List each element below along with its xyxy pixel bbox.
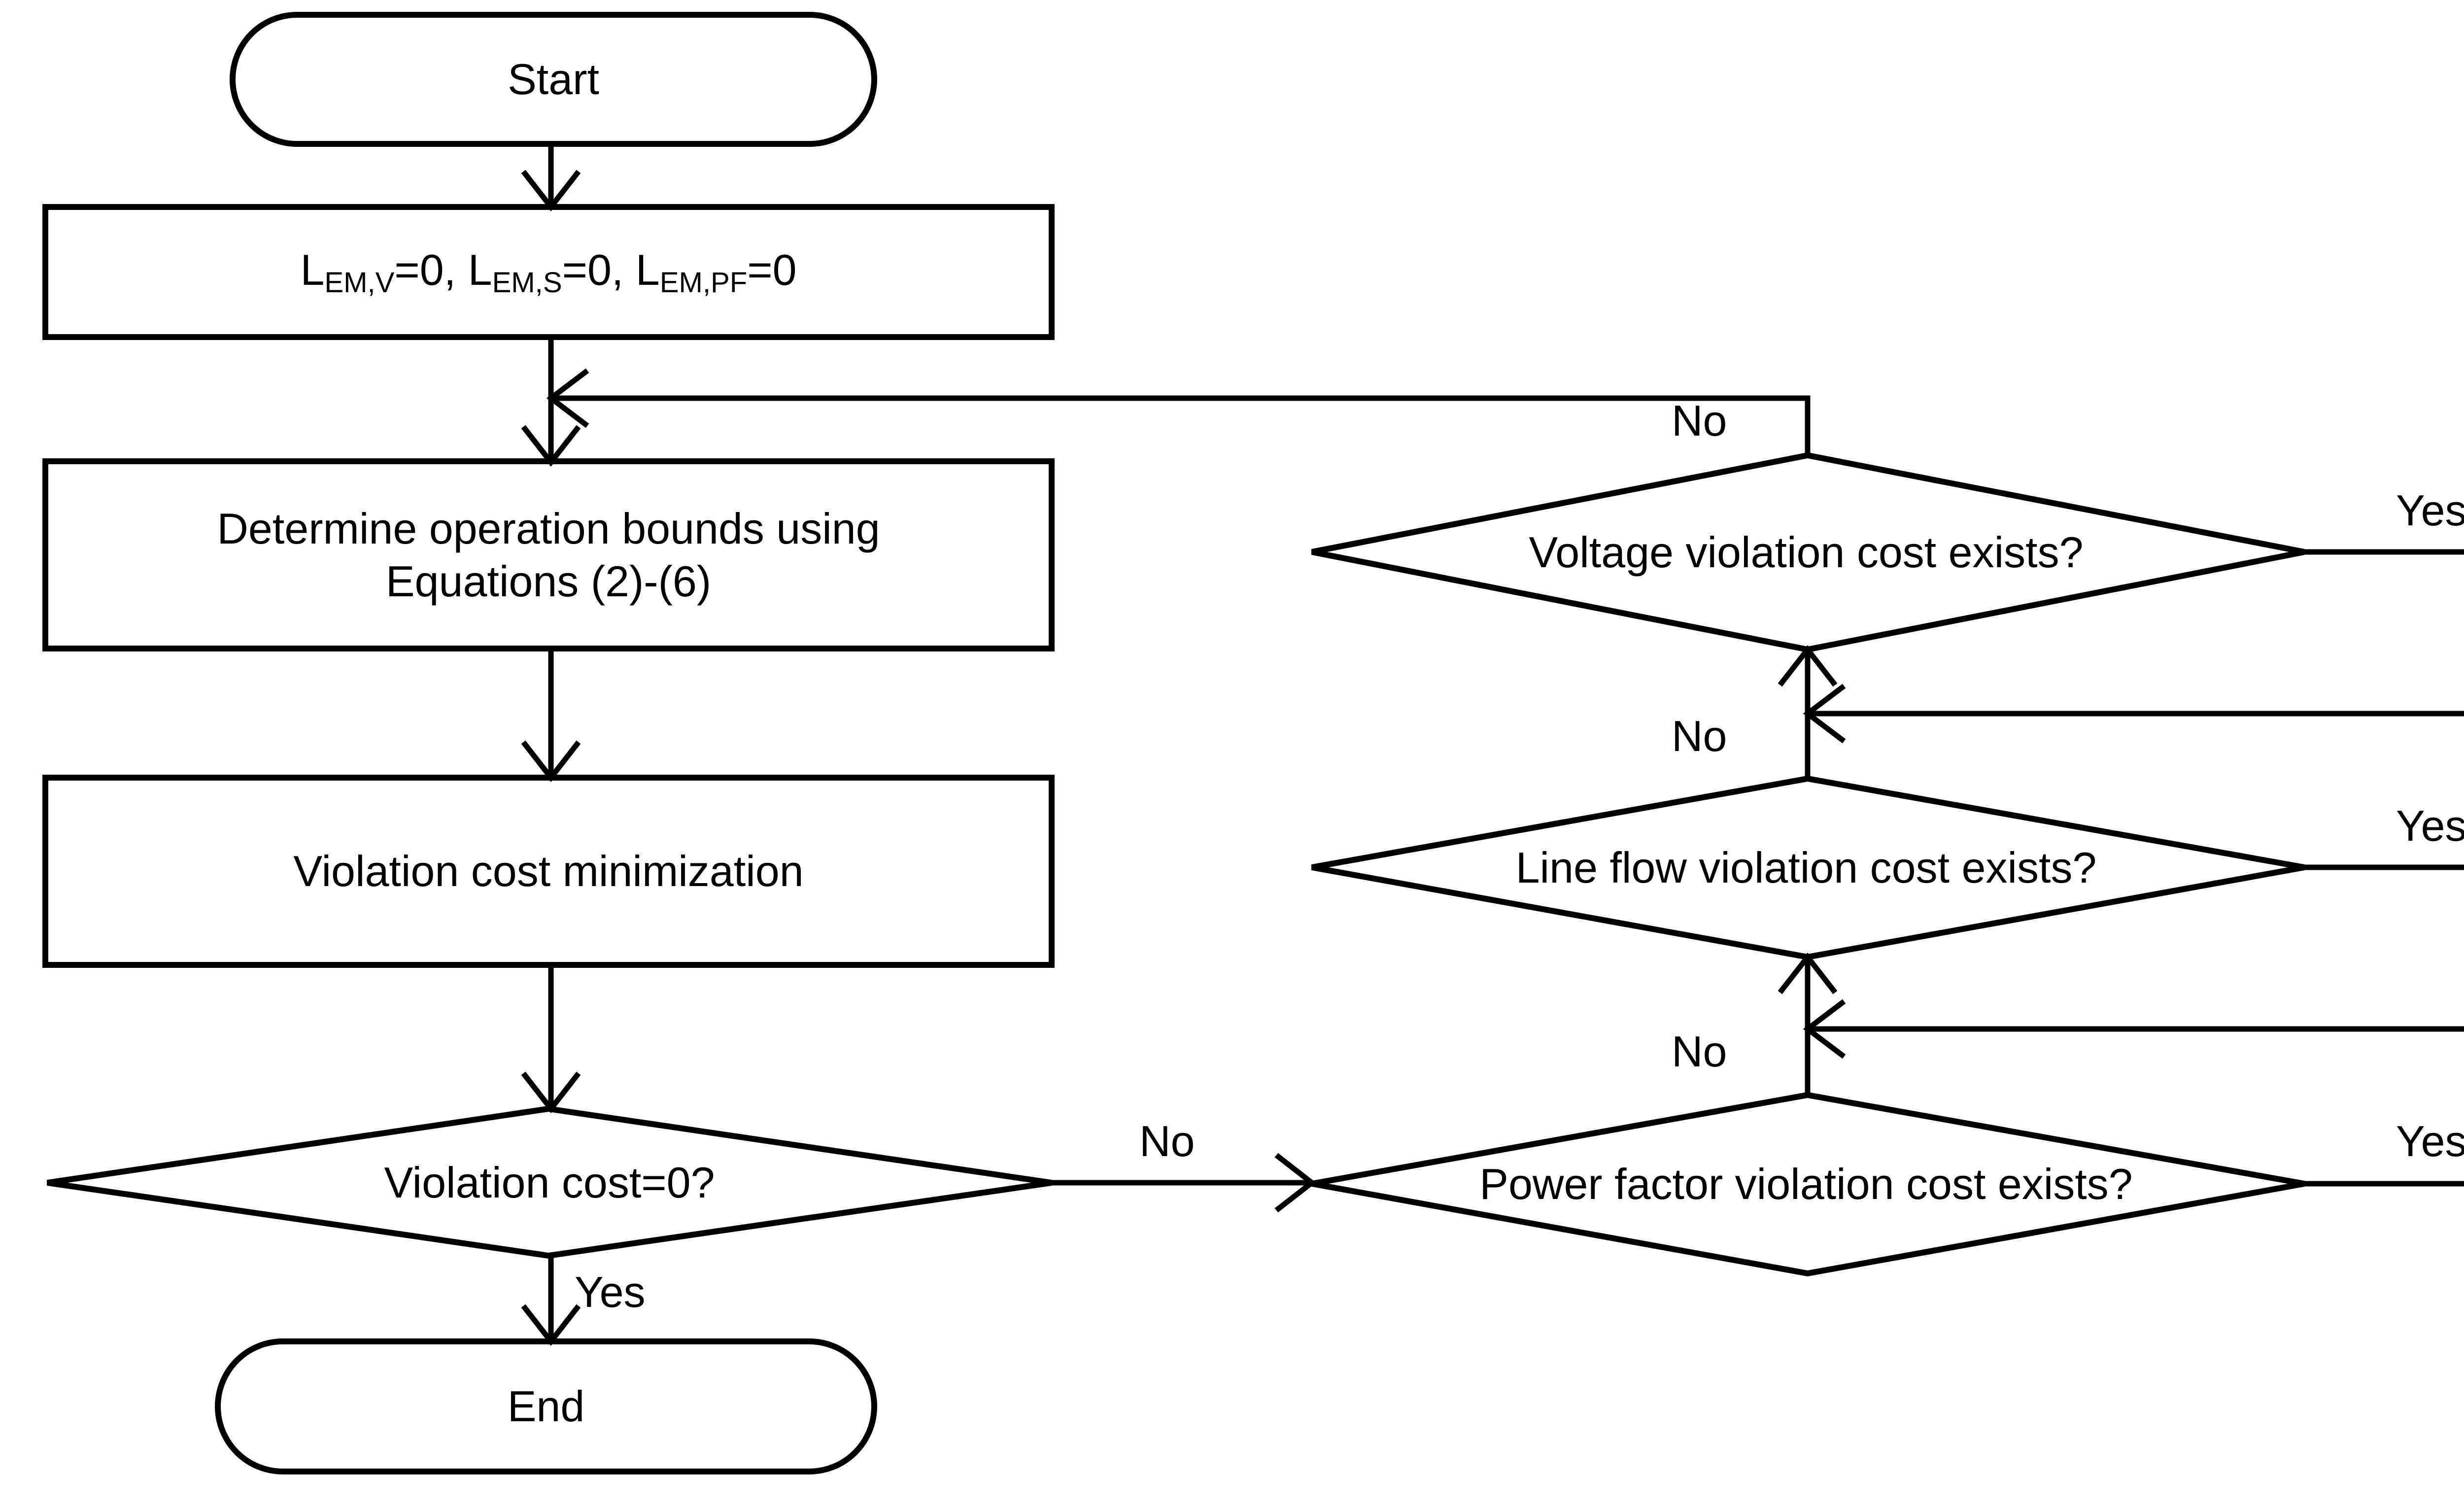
connector-lineflow-yes-to-incs [2304, 864, 2464, 870]
start-terminator-shape[interactable] [230, 12, 877, 147]
pf-check-decision-shape[interactable] [1311, 1092, 2305, 1277]
connector-voltage-yes-to-incv [2304, 549, 2464, 555]
connector-costzero-no-to-pfcheck [1052, 1153, 1316, 1213]
connector-pf-yes-to-incpf [2304, 1181, 2464, 1187]
connector-minimize-to-costzero [521, 965, 581, 1113]
connector-voltage-no-feedback [546, 368, 1811, 455]
voltage-check-decision-shape[interactable] [1311, 452, 2305, 653]
connector-incs-feedback [1803, 999, 2464, 1059]
cost-zero-decision-shape[interactable] [47, 1105, 1052, 1259]
end-terminator-shape[interactable] [215, 1338, 877, 1474]
bounds-process-shape[interactable] [42, 458, 1055, 651]
minimize-process-shape[interactable] [42, 775, 1055, 968]
init-process-shape[interactable] [42, 204, 1055, 340]
connector-costzero-yes-to-end [521, 1256, 581, 1346]
connector-bounds-to-minimize [521, 649, 581, 782]
connector-incv-feedback [1803, 684, 2464, 744]
connector-start-to-init [521, 144, 581, 211]
lineflow-check-decision-shape[interactable] [1311, 775, 2305, 960]
